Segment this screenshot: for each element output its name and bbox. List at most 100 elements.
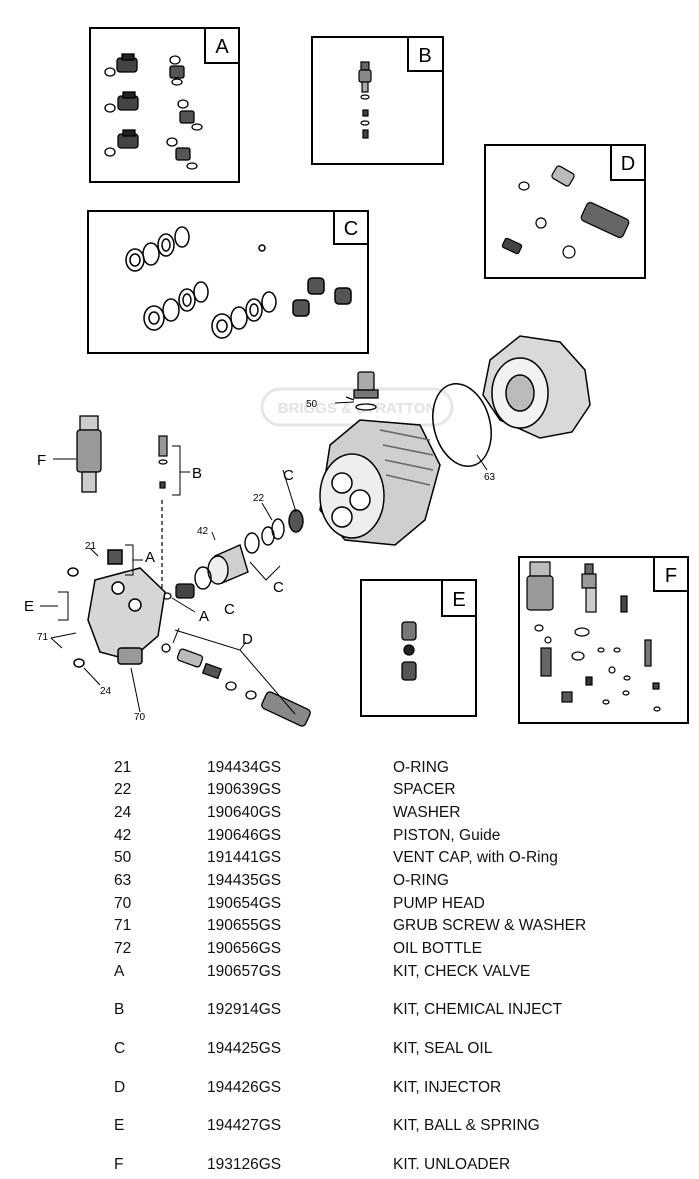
kit-callout-c-lower: C xyxy=(273,579,284,596)
kit-callout-d: D xyxy=(242,631,253,648)
ref-number: C xyxy=(114,1040,126,1057)
kit-box-b-letter: B xyxy=(418,45,431,67)
pump-head-cylinder xyxy=(319,419,441,546)
part-description: WASHER xyxy=(393,804,461,821)
callout-70: 70 xyxy=(134,712,146,723)
ref-number: 24 xyxy=(114,804,132,821)
kit-callout-b: B xyxy=(192,465,202,482)
parts-row: 50 191441GS VENT CAP, with O-Ring xyxy=(0,849,699,869)
crankcase-housing xyxy=(482,335,591,439)
check-valve-fitting xyxy=(162,583,195,600)
ref-number: 21 xyxy=(114,759,132,776)
kit-box-b: B xyxy=(311,36,444,165)
kit-box-f-letter: F xyxy=(665,565,677,587)
part-number: 190657GS xyxy=(207,963,282,980)
part-number: 194427GS xyxy=(207,1117,282,1134)
part-description: KIT. UNLOADER xyxy=(393,1156,511,1173)
ref-number: 71 xyxy=(114,917,132,934)
part-description: O-RING xyxy=(393,872,449,889)
callout-21: 21 xyxy=(85,541,97,552)
part-number: 190639GS xyxy=(207,781,282,798)
ref-number: F xyxy=(114,1156,124,1173)
parts-row: 24 190640GS WASHER xyxy=(0,804,699,824)
part-number: 190654GS xyxy=(207,895,282,912)
part-number: 190655GS xyxy=(207,917,282,934)
parts-row: E 194427GS KIT, BALL & SPRING xyxy=(0,1117,699,1137)
parts-row: 21 194434GS O-RING xyxy=(0,759,699,779)
ref-number: 22 xyxy=(114,781,132,798)
part-number: 194426GS xyxy=(207,1079,282,1096)
part-number: 190656GS xyxy=(207,940,282,957)
part-number: 194435GS xyxy=(207,872,282,889)
seal-oil-parts xyxy=(125,226,352,339)
ref-number: 42 xyxy=(114,827,132,844)
unloader-parts xyxy=(526,561,661,712)
parts-row: 71 190655GS GRUB SCREW & WASHER xyxy=(0,917,699,937)
kit-box-a: A xyxy=(89,27,240,183)
chemical-inject-parts xyxy=(358,61,372,139)
callout-71: 71 xyxy=(37,632,49,643)
injector-parts xyxy=(501,165,630,259)
callout-brackets xyxy=(40,401,355,715)
part-description: O-RING xyxy=(393,759,449,776)
part-description: GRUB SCREW & WASHER xyxy=(393,917,587,934)
exploded-parts-diagram: BRIGGS & STRATTON A xyxy=(24,27,689,727)
part-number: 194434GS xyxy=(207,759,282,776)
part-description: KIT, CHEMICAL INJECT xyxy=(393,1001,563,1018)
parts-row: 42 190646GS PISTON, Guide xyxy=(0,827,699,847)
kit-callout-a-lower: A xyxy=(199,608,209,625)
callout-63: 63 xyxy=(484,472,496,483)
parts-row: D 194426GS KIT, INJECTOR xyxy=(0,1079,699,1099)
part-description: PUMP HEAD xyxy=(393,895,485,912)
kit-callout-labels: F B C C A A C E D xyxy=(24,452,294,648)
ball-spring-parts xyxy=(401,621,417,681)
part-description: KIT, INJECTOR xyxy=(393,1079,502,1096)
ref-number: 72 xyxy=(114,940,132,957)
pump-manifold xyxy=(67,549,166,668)
part-description: KIT, BALL & SPRING xyxy=(393,1117,540,1134)
kit-box-a-letter: A xyxy=(215,36,229,58)
parts-row: 63 194435GS O-RING xyxy=(0,872,699,892)
kit-callout-f: F xyxy=(37,452,46,469)
injector-assembly xyxy=(161,643,311,727)
ref-number: B xyxy=(114,1001,125,1018)
part-description: OIL BOTTLE xyxy=(393,940,483,957)
check-valve-parts xyxy=(104,53,203,170)
chemical-injector xyxy=(158,435,168,590)
parts-row: F 193126GS KIT. UNLOADER xyxy=(0,1156,699,1176)
kit-callout-c-upper: C xyxy=(283,467,294,484)
kit-box-f: F xyxy=(518,556,689,724)
kit-box-c: C xyxy=(87,210,369,354)
kit-box-c-letter: C xyxy=(344,218,358,240)
part-description: KIT, SEAL OIL xyxy=(393,1040,493,1057)
parts-row: 70 190654GS PUMP HEAD xyxy=(0,895,699,915)
parts-row: A 190657GS KIT, CHECK VALVE xyxy=(0,963,699,983)
callout-labels: 50 63 22 42 21 71 24 70 xyxy=(37,399,496,723)
ref-number: 63 xyxy=(114,872,132,889)
part-number: 193126GS xyxy=(207,1156,282,1173)
vent-cap-50 xyxy=(345,371,379,411)
kit-callout-c-mid: C xyxy=(224,601,235,618)
kit-box-d: D xyxy=(484,144,646,279)
parts-row: 22 190639GS SPACER xyxy=(0,781,699,801)
part-number: 190646GS xyxy=(207,827,282,844)
ref-number: A xyxy=(114,963,125,980)
unloader-assembly xyxy=(76,415,102,493)
part-number: 194425GS xyxy=(207,1040,282,1057)
part-description: SPACER xyxy=(393,781,456,798)
parts-row: C 194425GS KIT, SEAL OIL xyxy=(0,1040,699,1060)
kit-box-d-letter: D xyxy=(621,153,635,175)
callout-42: 42 xyxy=(197,526,209,537)
part-number: 191441GS xyxy=(207,849,282,866)
ref-number: E xyxy=(114,1117,125,1134)
kit-callout-e: E xyxy=(24,598,34,615)
ref-number: 50 xyxy=(114,849,132,866)
part-number: 192914GS xyxy=(207,1001,282,1018)
callout-50: 50 xyxy=(306,399,318,410)
kit-box-e: E xyxy=(360,579,477,717)
part-description: PISTON, Guide xyxy=(393,827,501,844)
part-description: VENT CAP, with O-Ring xyxy=(393,849,558,866)
ref-number: 70 xyxy=(114,895,132,912)
seal-stack xyxy=(194,509,304,590)
o-ring-63 xyxy=(432,383,492,471)
